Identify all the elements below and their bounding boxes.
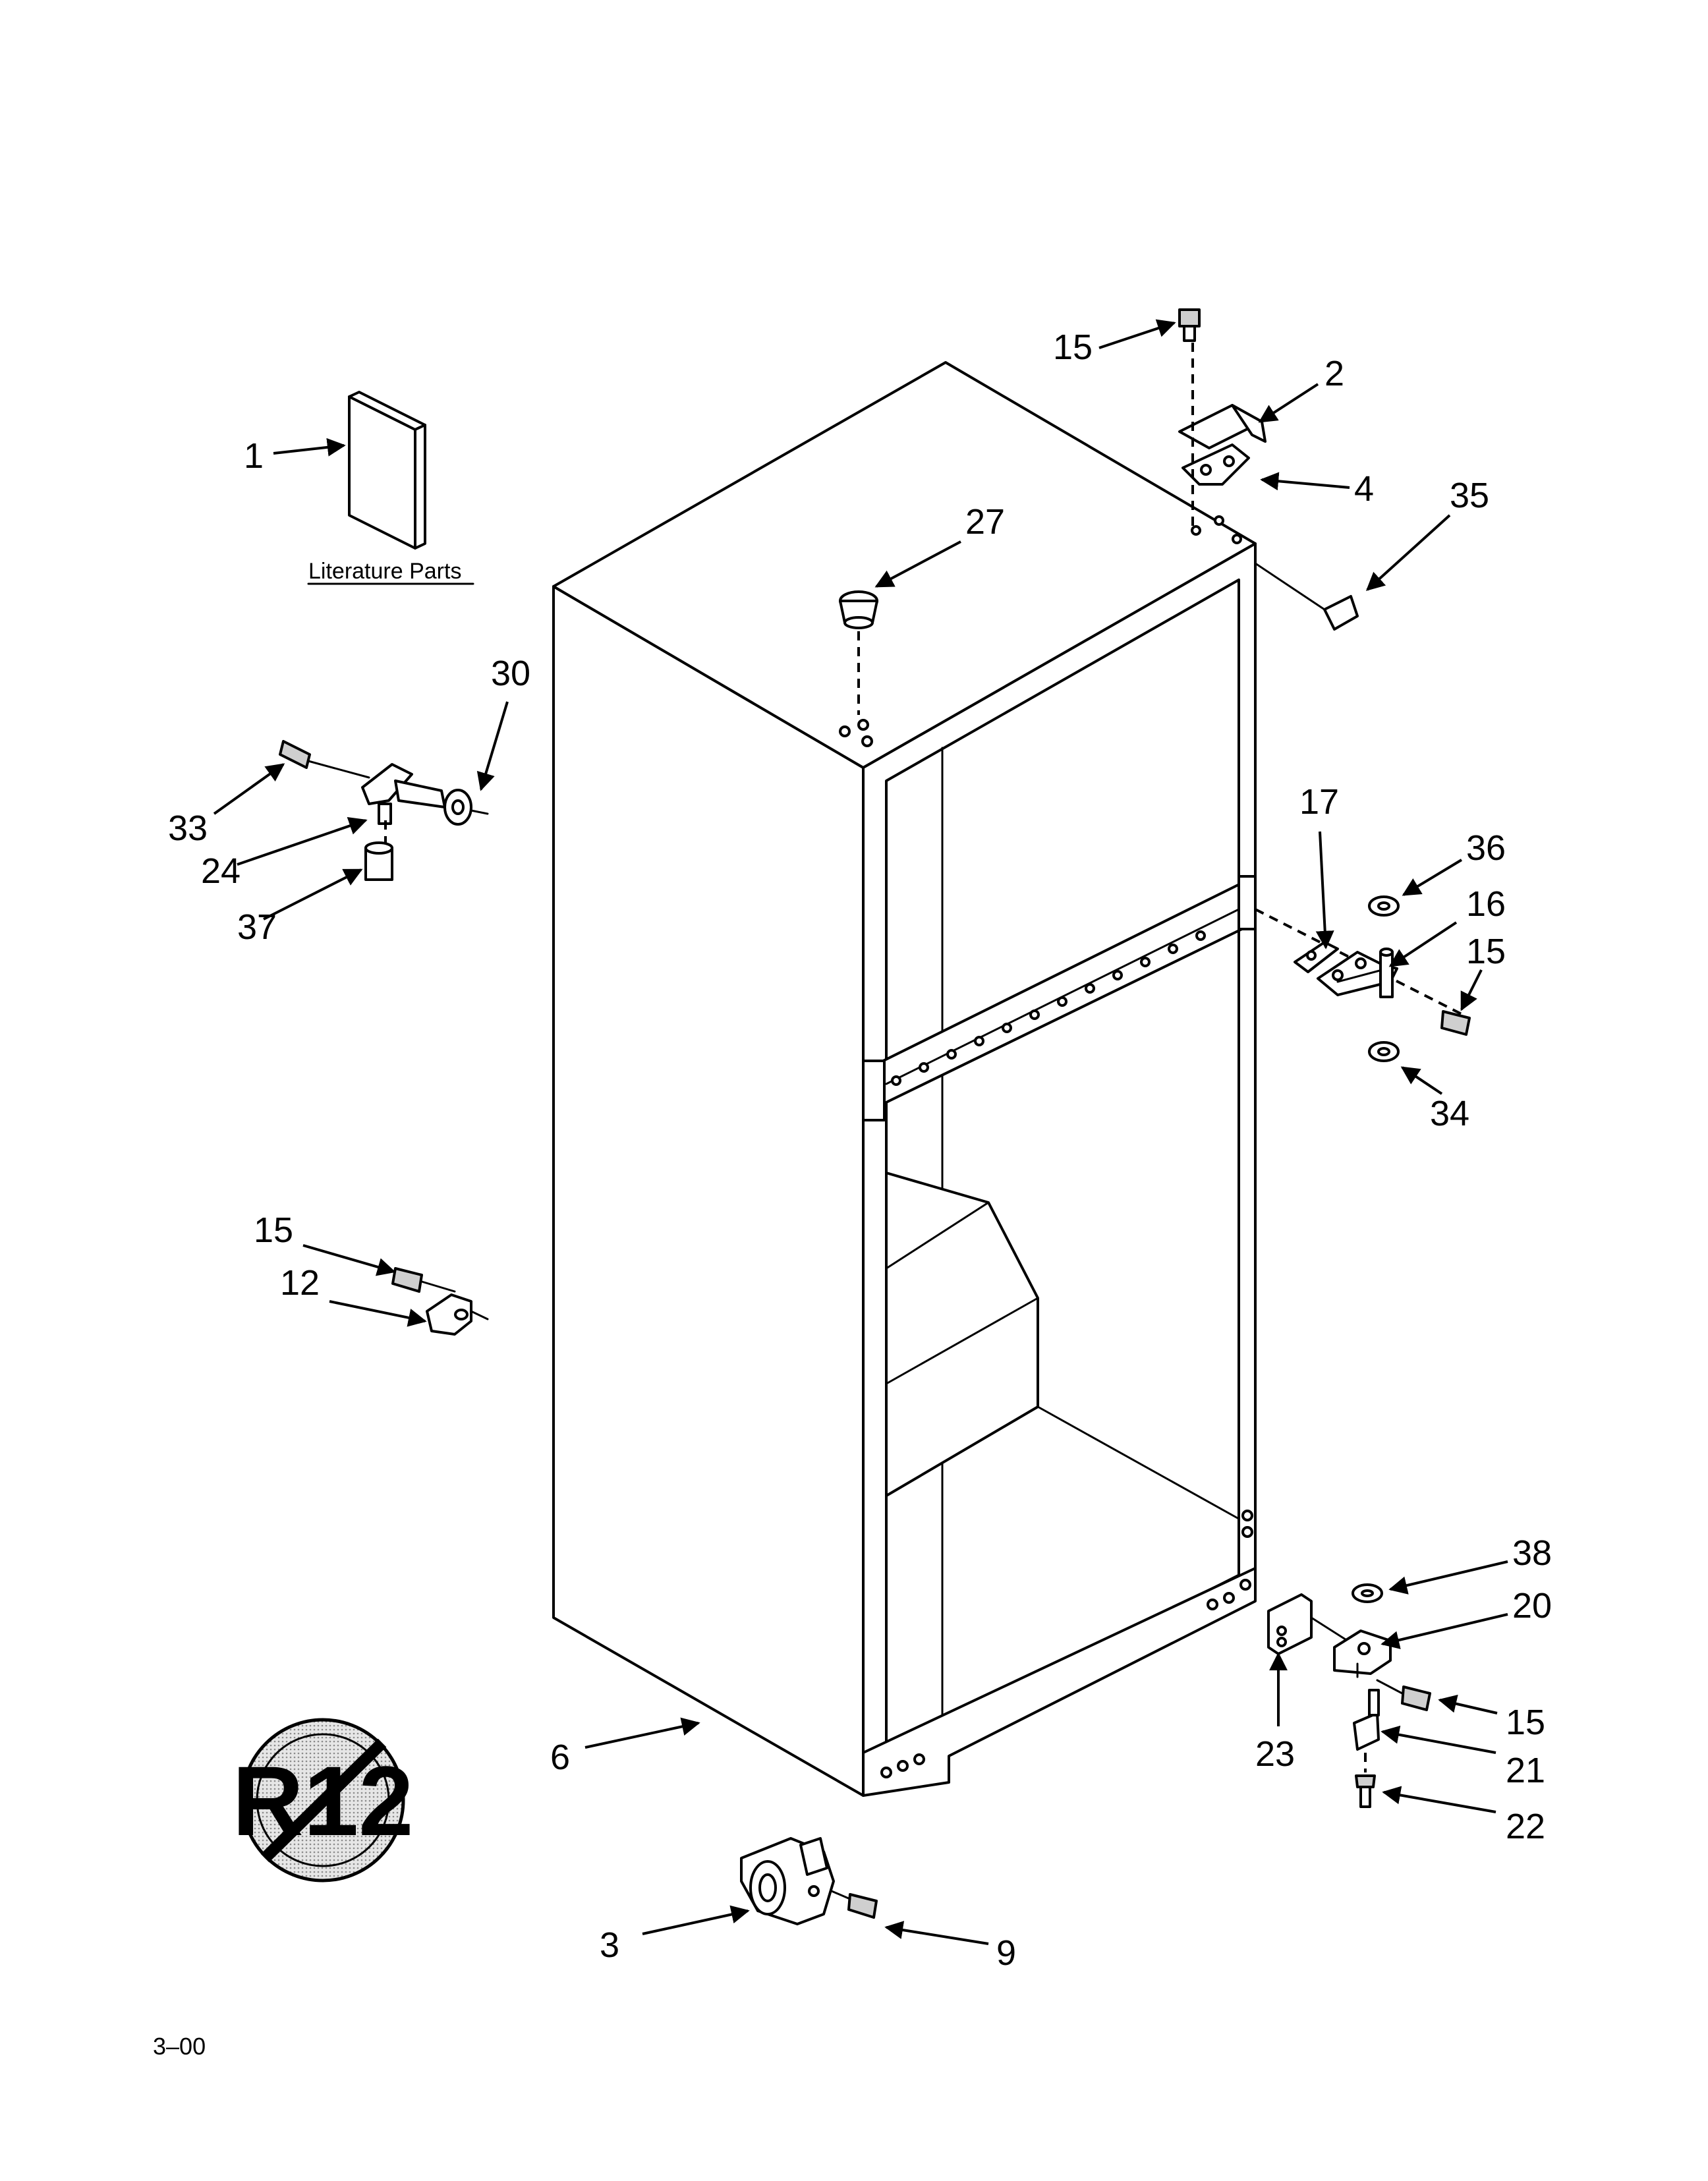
bottom-hinge-bracket bbox=[1333, 1629, 1392, 1678]
callout-9: 9 bbox=[996, 1933, 1016, 1973]
bottom-hinge-washer bbox=[1352, 1583, 1383, 1603]
top-hinge-screw bbox=[1178, 308, 1201, 342]
roller-screw bbox=[830, 1890, 878, 1919]
top-holes bbox=[839, 515, 1242, 747]
air-duct-cover-edge2 bbox=[885, 1297, 1039, 1385]
mid-washer-top bbox=[1368, 895, 1400, 917]
callout-35: 35 bbox=[1450, 476, 1489, 515]
callout-15-top: 15 bbox=[1053, 327, 1093, 367]
callout-1: 1 bbox=[244, 436, 264, 476]
callout-21: 21 bbox=[1506, 1751, 1545, 1790]
callout-2: 2 bbox=[1324, 354, 1344, 393]
callout-17: 17 bbox=[1299, 782, 1339, 822]
callout-4: 4 bbox=[1354, 469, 1374, 509]
mullion-end-cap bbox=[862, 1060, 886, 1121]
no-r12-badge: R12 bbox=[232, 1718, 414, 1883]
top-plug bbox=[839, 590, 878, 629]
callout-15-mid: 15 bbox=[1466, 932, 1506, 971]
hinge-washer bbox=[443, 789, 489, 826]
hinge-pin-bolt bbox=[279, 740, 370, 779]
callout-30: 30 bbox=[491, 654, 530, 693]
callout-27: 27 bbox=[965, 502, 1005, 542]
callout-15-left: 15 bbox=[254, 1210, 293, 1250]
bottom-hinge-pin bbox=[1353, 1689, 1380, 1751]
callout-37: 37 bbox=[237, 907, 277, 947]
callout-38: 38 bbox=[1512, 1533, 1552, 1573]
callout-6: 6 bbox=[550, 1738, 570, 1777]
footer-code: 3–00 bbox=[153, 2033, 206, 2060]
cabinet-base-band bbox=[862, 1567, 1257, 1797]
literature-book bbox=[348, 391, 426, 550]
mid-washer-bottom bbox=[1368, 1041, 1400, 1062]
callout-23: 23 bbox=[1255, 1734, 1295, 1774]
leader-arrows bbox=[213, 319, 1508, 1945]
hinge-cap bbox=[1254, 562, 1359, 631]
base-holes bbox=[880, 1510, 1253, 1778]
callout-16: 16 bbox=[1466, 884, 1506, 924]
clip-screw bbox=[391, 1267, 456, 1293]
callout-numbers: 1 15 2 4 35 27 30 33 24 37 17 36 16 15 3… bbox=[168, 327, 1552, 1973]
callout-15-bot: 15 bbox=[1506, 1703, 1545, 1742]
callout-24: 24 bbox=[201, 851, 241, 891]
cabinet-front-opening bbox=[885, 579, 1240, 1754]
bottom-hinge-bolt bbox=[1355, 1753, 1376, 1808]
door-stop-clip bbox=[426, 1293, 489, 1336]
callout-34: 34 bbox=[1430, 1094, 1469, 1133]
bottom-hinge-shim bbox=[1267, 1593, 1349, 1655]
callout-36: 36 bbox=[1466, 828, 1506, 868]
mid-hinge-bracket bbox=[1317, 951, 1398, 996]
callout-33: 33 bbox=[168, 808, 208, 848]
mid-hinge-shim bbox=[1294, 941, 1339, 973]
hinge-pin-bracket bbox=[361, 763, 446, 825]
callout-12: 12 bbox=[280, 1263, 320, 1303]
mid-hinge-pin bbox=[1379, 948, 1394, 998]
callout-22: 22 bbox=[1506, 1807, 1545, 1846]
bottom-hinge-screw bbox=[1376, 1679, 1431, 1711]
top-hinge-shim bbox=[1181, 443, 1250, 486]
cabinet-left-side bbox=[552, 585, 865, 1797]
mullion-holes bbox=[891, 930, 1206, 1086]
literature-parts-label: Literature Parts bbox=[308, 559, 461, 584]
top-hinge-bracket bbox=[1178, 404, 1267, 449]
cabinet bbox=[552, 361, 1257, 1797]
mullion-end-cap-right bbox=[1238, 875, 1257, 930]
front-roller-bracket bbox=[740, 1837, 835, 1925]
air-duct-cover bbox=[885, 1172, 1039, 1497]
hinge-spacer bbox=[364, 820, 393, 881]
air-duct-cover-edge bbox=[885, 1201, 990, 1270]
callout-3: 3 bbox=[600, 1925, 619, 1965]
callout-20: 20 bbox=[1512, 1586, 1552, 1626]
mid-screw bbox=[1440, 1010, 1471, 1036]
